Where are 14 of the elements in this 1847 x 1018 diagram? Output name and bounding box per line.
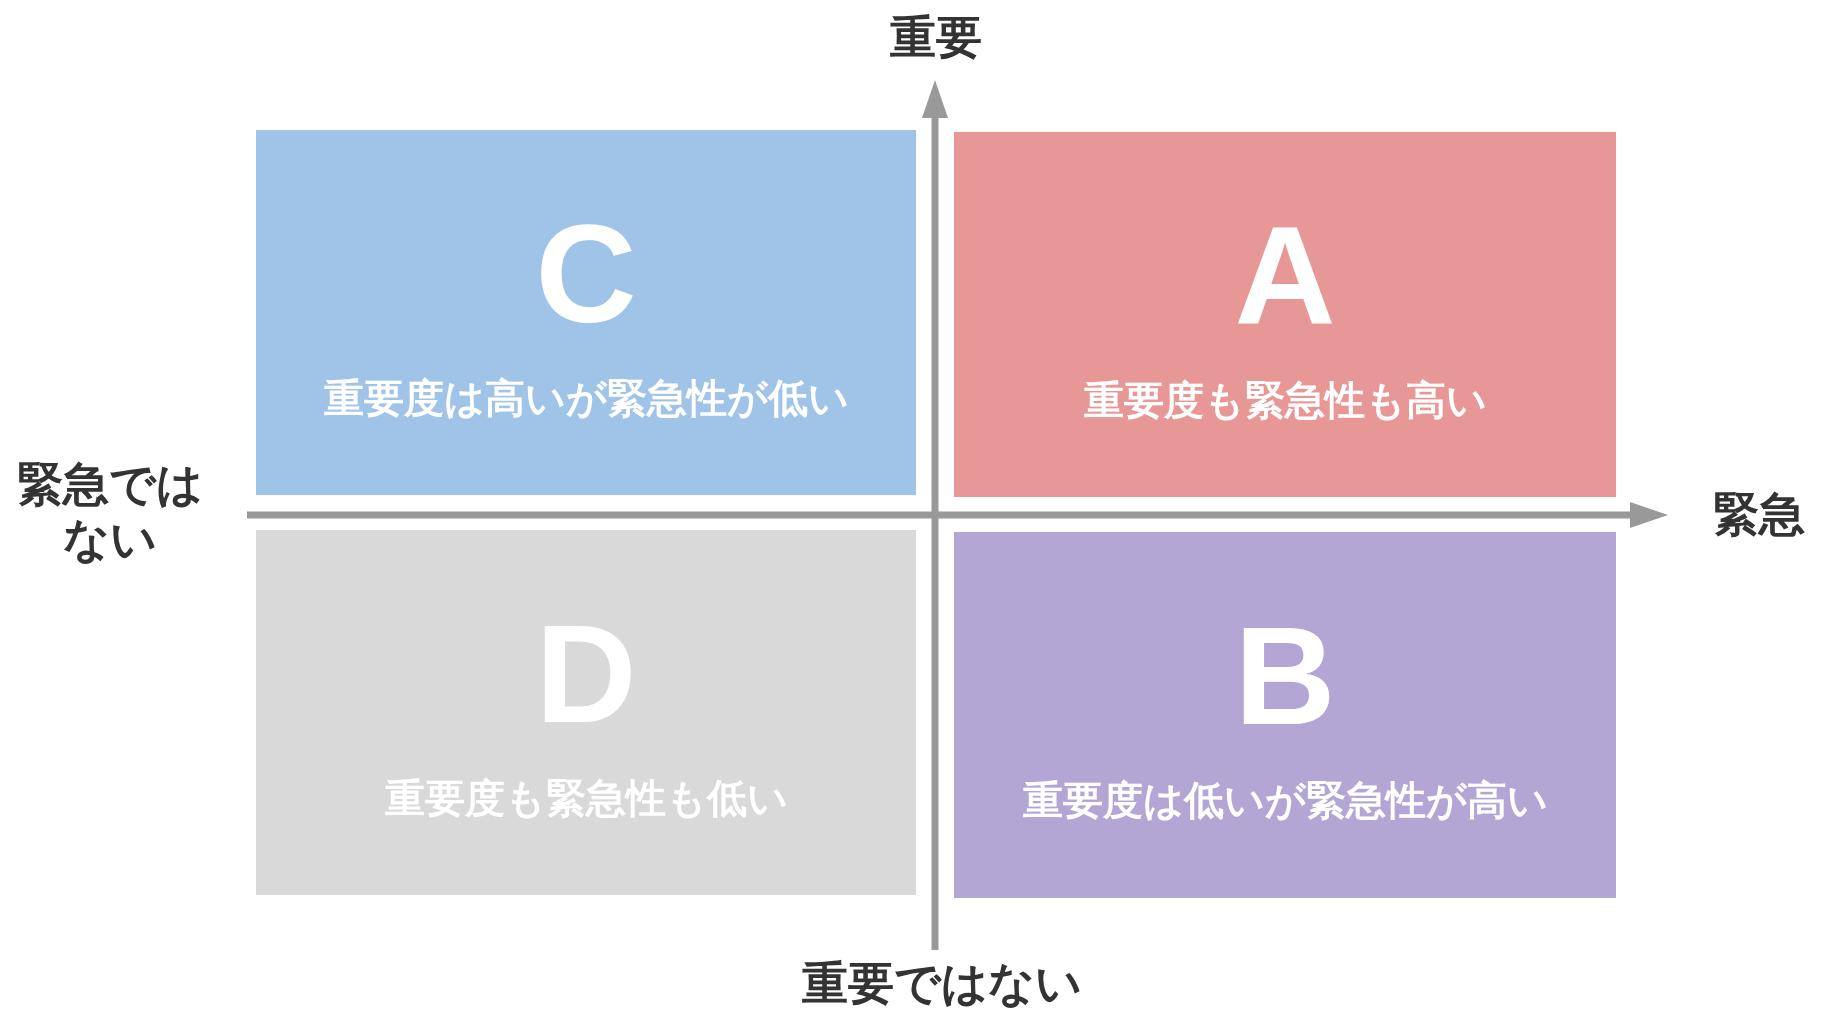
quadrant-letter: C [535, 203, 637, 344]
quadrant-box [256, 530, 916, 895]
axis-label: 緊急ではない [16, 456, 204, 568]
axis-label: 緊急 [1713, 487, 1805, 543]
quadrant-box [954, 132, 1616, 497]
quadrant-letter: A [1234, 205, 1336, 346]
quadrant-letter: B [1234, 606, 1336, 746]
quadrant-description: 重要度は低いが緊急性が高い [1022, 776, 1548, 824]
quadrant-box [256, 130, 916, 495]
quadrant-description: 重要度も緊急性も高い [1083, 375, 1487, 424]
quadrant-box [954, 532, 1616, 898]
axis-label: 重要ではない [802, 956, 1082, 1012]
quadrant-description: 重要度は高いが緊急性が低い [323, 373, 849, 422]
axis-label: 重要 [890, 10, 982, 66]
